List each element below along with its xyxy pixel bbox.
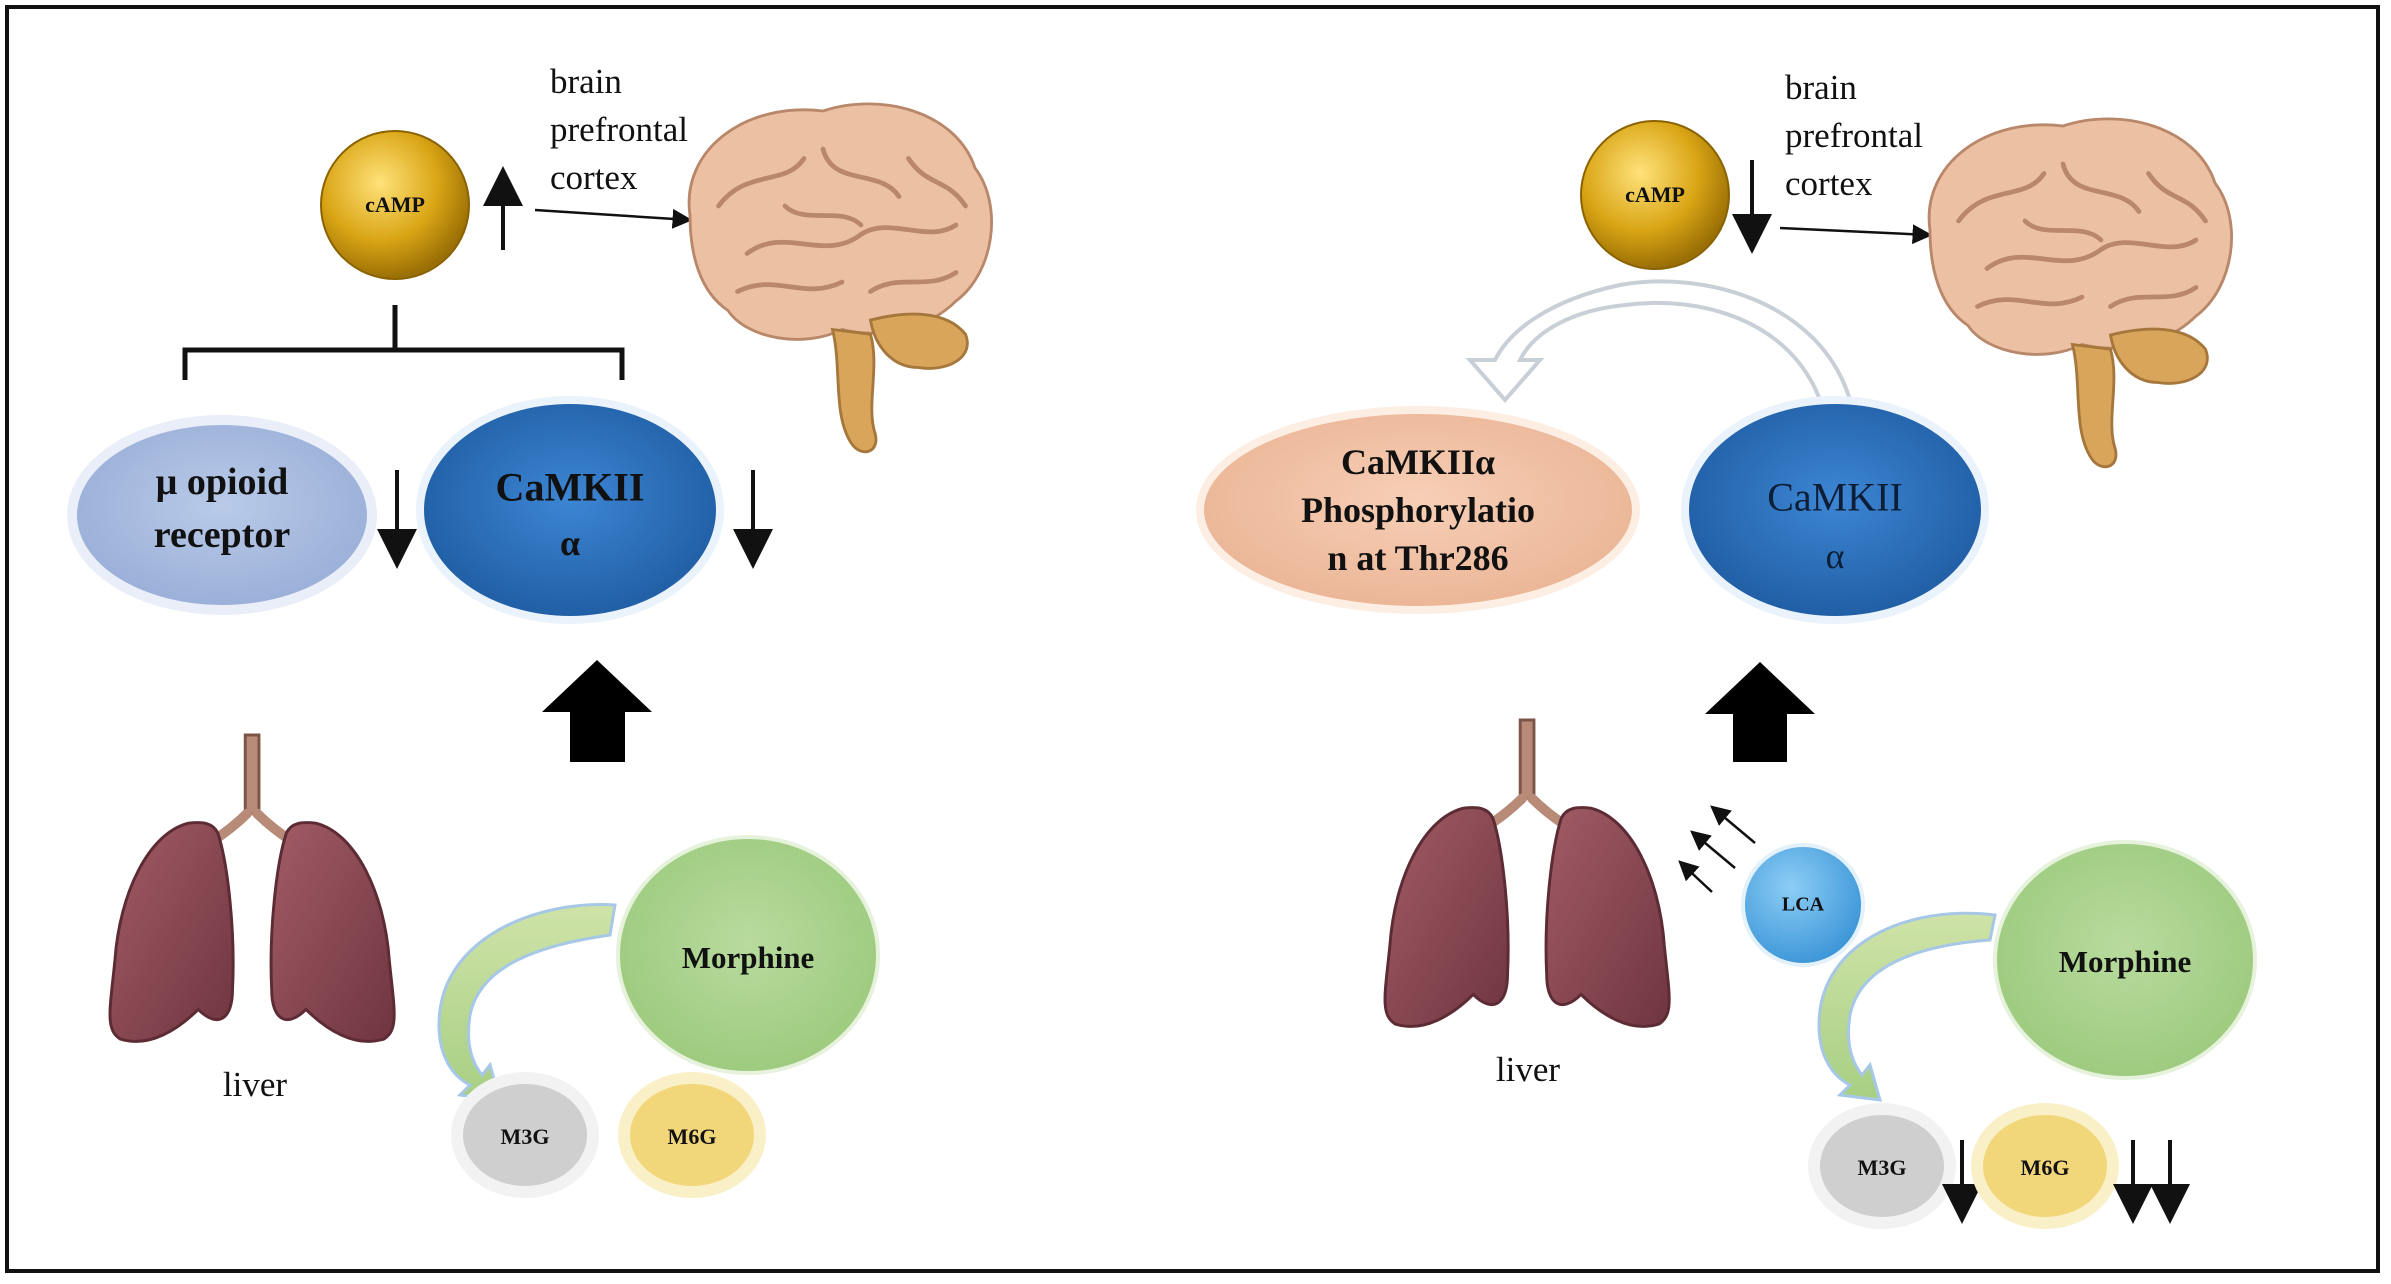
left-panel — [67, 104, 992, 1198]
right-m3g-node — [1808, 1103, 1956, 1229]
left-brain-label-line2: prefrontal — [550, 110, 688, 149]
right-camk-label-line2: α — [1825, 536, 1845, 576]
left-up-block-arrow — [542, 660, 652, 762]
left-brain-illustration — [689, 104, 991, 452]
left-m3g-label: M3G — [500, 1124, 550, 1149]
right-m6g-label: M6G — [2020, 1155, 2070, 1180]
right-panel — [1196, 119, 2257, 1229]
left-mu-receptor-node — [67, 415, 377, 615]
right-morphine-label: Morphine — [2058, 944, 2192, 979]
right-brain-illustration — [1929, 119, 2231, 467]
left-camp-label: cAMP — [365, 192, 425, 217]
right-liver-label: liver — [1495, 1050, 1561, 1089]
left-brain-pointer-arrow — [534, 208, 693, 229]
left-camp-node — [320, 130, 470, 280]
left-m3g-node — [451, 1072, 599, 1198]
right-camk-node — [1681, 396, 1989, 624]
right-phospho-label-line1: CaMKIIα — [1340, 442, 1496, 482]
right-brain-pointer-arrow — [1779, 224, 1933, 245]
right-organ-illustration — [1385, 720, 1669, 1026]
left-mu-receptor-label-line2: receptor — [153, 514, 291, 556]
left-brain-label-line1: brain — [550, 62, 622, 101]
right-lca-node — [1741, 843, 1865, 967]
right-up-block-arrow — [1705, 662, 1815, 762]
left-mu-receptor-label-line1: μ opioid — [155, 461, 289, 503]
left-camk-node — [416, 396, 724, 624]
right-feedback-curve-arrow — [1465, 279, 1853, 404]
right-phospho-label-line2: Phosphorylatio — [1300, 490, 1536, 530]
right-brain-label-line3: cortex — [1785, 164, 1873, 203]
left-camk-label-line1: CaMKII — [495, 464, 645, 510]
right-camk-label-line1: CaMKII — [1767, 474, 1903, 520]
left-morphine-node — [616, 835, 880, 1075]
right-camp-label: cAMP — [1625, 182, 1685, 207]
right-lca-arrow-3 — [1678, 860, 1713, 893]
left-brain-label-line3: cortex — [550, 158, 638, 197]
left-m6g-label: M6G — [667, 1124, 717, 1149]
left-bracket — [182, 305, 625, 380]
right-m3g-label: M3G — [1857, 1155, 1907, 1180]
right-brain-label-line1: brain — [1785, 68, 1857, 107]
figure-frame — [5, 5, 2380, 1273]
left-conversion-curve-arrow — [437, 903, 617, 1102]
left-organ-illustration — [110, 735, 394, 1041]
right-lca-label: LCA — [1781, 893, 1825, 916]
right-camp-node — [1580, 120, 1730, 270]
right-brain-label-line2: prefrontal — [1785, 116, 1923, 155]
right-conversion-curve-arrow — [1817, 911, 1997, 1102]
right-morphine-node — [1993, 840, 2257, 1080]
left-liver-label: liver — [222, 1065, 288, 1104]
right-m6g-node — [1971, 1103, 2119, 1229]
left-morphine-label: Morphine — [681, 940, 815, 975]
right-phospho-label-line3: n at Thr286 — [1327, 538, 1509, 578]
right-lca-arrow-1 — [1710, 805, 1756, 844]
right-lca-arrow-2 — [1690, 830, 1736, 869]
left-camk-label-line2: α — [559, 523, 581, 563]
left-m6g-node — [618, 1072, 766, 1198]
right-phospho-node — [1196, 406, 1640, 614]
